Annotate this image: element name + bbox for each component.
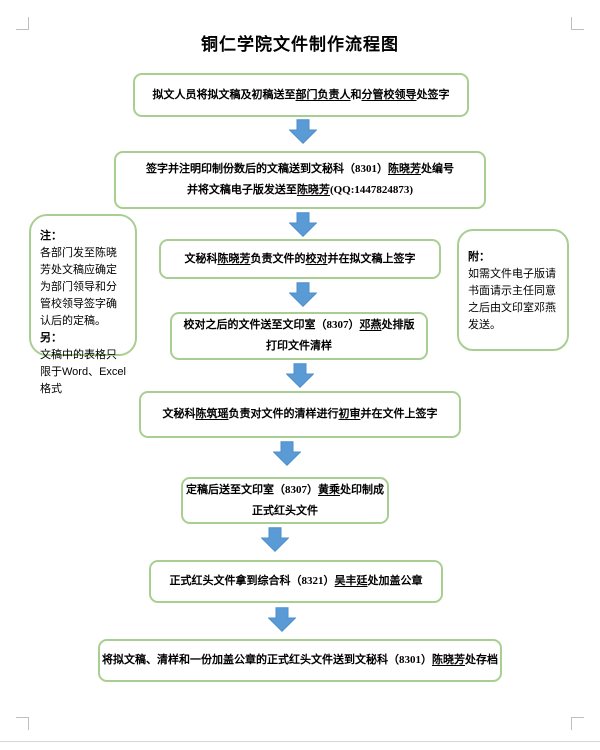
- down-arrow-icon: [273, 441, 301, 466]
- flow-box-first-review: 文秘科陈筑瑶负责对文件的清样进行初审并在文件上签字: [139, 391, 461, 438]
- note-right: 附：如需文件电子版请书面请示主任同意之后由文印室邓燕发送。: [457, 229, 569, 351]
- margin-mark-bottom-left: [16, 717, 29, 730]
- down-arrow-icon: [289, 119, 317, 144]
- margin-mark-top-right: [571, 17, 584, 30]
- flow-box-sealing: 正式红头文件拿到综合科（8321）吴丰廷处加盖公章: [149, 560, 443, 603]
- margin-mark-bottom-right: [571, 717, 584, 730]
- note-left: 注：各部门发至陈晓芳处文稿应确定为部门领导和分管校领导签字确认后的定稿。另：文稿…: [29, 214, 137, 395]
- margin-mark-top-left: [16, 17, 29, 30]
- flow-box-numbering: 签字并注明印制份数后的文稿送到文秘科（8301）陈晓芳处编号并将文稿电子版发送至…: [114, 151, 486, 209]
- flow-box-typesetting: 校对之后的文件送至文印室（8307）邓燕处排版打印文件清样: [170, 312, 428, 360]
- down-arrow-icon: [289, 212, 317, 237]
- down-arrow-icon: [289, 282, 317, 307]
- down-arrow-icon: [261, 527, 289, 552]
- flow-box-printing: 定稿后送至文印室（8307）黄乘处印制成正式红头文件: [181, 477, 389, 524]
- page-bottom-edge: [0, 741, 600, 742]
- down-arrow-icon: [286, 363, 314, 388]
- flow-box-proofreading: 文秘科陈晓芳负责文件的校对并在拟文稿上签字: [159, 239, 441, 279]
- page-title: 铜仁学院文件制作流程图: [201, 35, 399, 54]
- flow-box-draft-signing: 拟文人员将拟文稿及初稿送至部门负责人和分管校领导处签字: [133, 73, 469, 117]
- down-arrow-icon: [268, 607, 296, 632]
- flow-box-archiving: 将拟文稿、清样和一份加盖公章的正式红头文件送到文秘科（8301）陈晓芳处存档: [98, 639, 502, 682]
